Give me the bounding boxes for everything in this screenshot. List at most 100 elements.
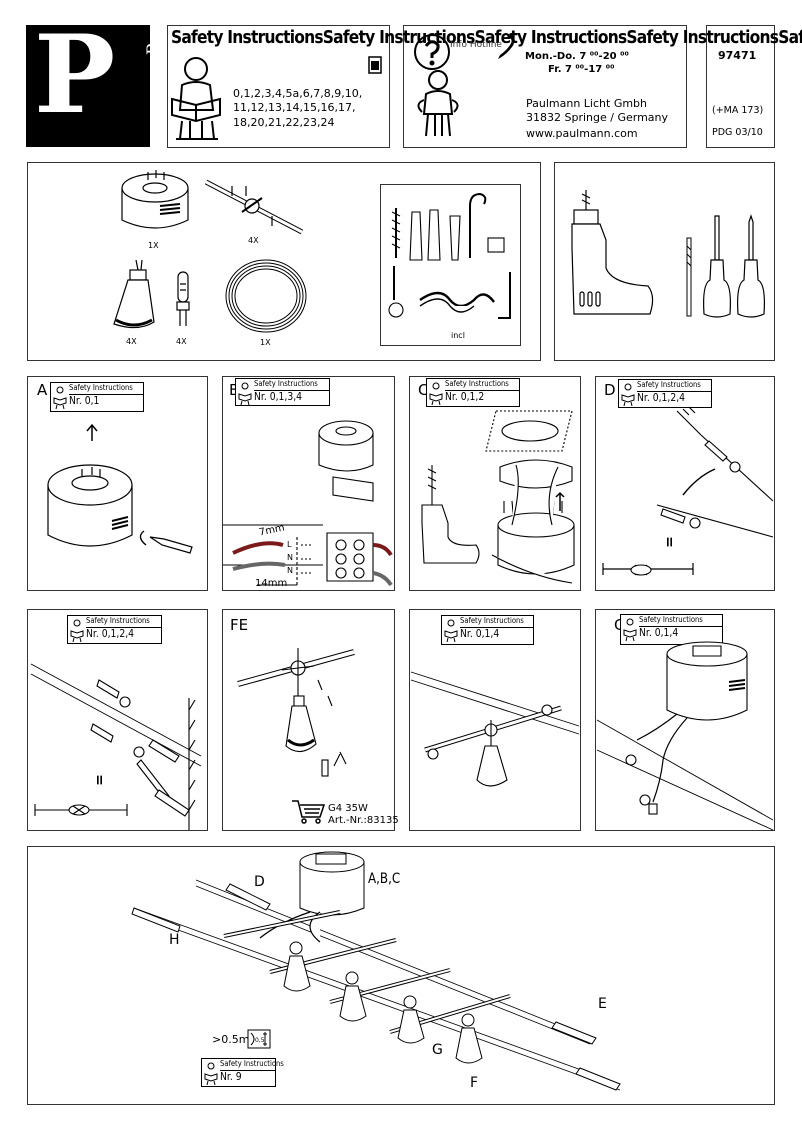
callout-transformer: A,B,C bbox=[368, 871, 401, 887]
step-b-letter: B bbox=[229, 381, 239, 399]
overview-panel bbox=[27, 846, 775, 1105]
instruction-numbers-line3: 18,20,21,22,23,24 bbox=[233, 116, 335, 129]
reading-person-icon bbox=[623, 618, 637, 642]
included-label: incl bbox=[451, 331, 465, 340]
transformer-quantity: 1X bbox=[148, 241, 159, 250]
tag-divider bbox=[637, 391, 711, 392]
fixings-drawing bbox=[388, 192, 511, 319]
step-g-drawing bbox=[410, 671, 580, 787]
step-c-tag-label: Safety Instructions bbox=[445, 379, 509, 388]
step-f-letter: FE bbox=[230, 616, 249, 634]
step-h-tag-label: Safety Instructions bbox=[639, 615, 703, 624]
step-f-drawing bbox=[237, 648, 355, 777]
company-name: Paulmann Licht Gmbh bbox=[526, 97, 648, 110]
ma-code: (+MA 173) bbox=[712, 105, 764, 116]
reading-person-icon bbox=[171, 57, 221, 140]
hotline-box bbox=[403, 25, 687, 148]
step-a-letter: A bbox=[37, 381, 48, 399]
instruction-numbers-line2: 11,12,13,14,15,16,17, bbox=[233, 101, 356, 114]
step-g-tag-label: Safety Instructions bbox=[460, 616, 524, 625]
step-h-letter: G bbox=[614, 616, 626, 634]
svg-text:0,5: 0,5 bbox=[255, 1037, 265, 1044]
book-icon bbox=[368, 56, 382, 74]
step-c-tag-number: Nr. 0,1,2 bbox=[445, 391, 485, 403]
step-d-panel bbox=[595, 376, 775, 591]
logo-letter: P bbox=[34, 12, 116, 138]
cable-drawing bbox=[225, 259, 307, 333]
distance-label: >0.5m= bbox=[212, 1033, 259, 1046]
spreader-quantity: 4X bbox=[248, 236, 259, 245]
terminal-n-label: N bbox=[287, 553, 293, 562]
callout-f: F bbox=[470, 1075, 479, 1091]
reading-person-icon bbox=[53, 386, 67, 410]
step-c-drawing bbox=[421, 410, 575, 584]
tag-divider bbox=[254, 390, 329, 391]
overview-tag-label: Safety Instructions bbox=[220, 1059, 284, 1068]
step-a-drawing bbox=[47, 423, 193, 554]
screwdriver-flat-icon bbox=[703, 215, 731, 318]
tag-divider bbox=[639, 626, 722, 627]
tag-divider bbox=[86, 627, 161, 628]
paulmann-logo: P Paulmann bbox=[26, 0, 164, 147]
step-e-tag-label: Safety Instructions bbox=[86, 616, 150, 625]
step-d-tag-label: Safety Instructions bbox=[637, 380, 701, 389]
distance-warning-icon: 0,5 bbox=[247, 1029, 271, 1049]
step-g-safety-tag: Safety Instructions Nr. 0,1,4 bbox=[441, 615, 534, 645]
step-e-safety-tag: Safety Instructions Nr. 0,1,2,4 bbox=[67, 615, 162, 644]
reading-person-icon bbox=[621, 383, 635, 407]
step-a-tag-label: Safety Instructions bbox=[69, 383, 133, 392]
question-person-icon bbox=[414, 34, 459, 137]
lamp-quantity: 4X bbox=[126, 337, 137, 346]
step-d-equals: = bbox=[660, 536, 677, 548]
drill-bit-icon bbox=[686, 237, 692, 317]
overview-drawing bbox=[131, 851, 621, 1091]
callout-e: E bbox=[598, 996, 607, 1012]
hours-weekdays: Mon.-Do. 7 ⁰⁰-20 ⁰⁰ bbox=[525, 51, 629, 62]
drill-drawing bbox=[571, 190, 654, 315]
step-b-tag-number: Nr. 0,1,3,4 bbox=[254, 391, 303, 403]
cable-quantity: 1X bbox=[260, 338, 271, 347]
step-h-safety-tag: Safety Instructions Nr. 0,1,4 bbox=[620, 614, 723, 645]
spreader-drawing bbox=[204, 179, 304, 235]
tag-divider bbox=[445, 390, 519, 391]
article-number: 97471 bbox=[718, 49, 757, 62]
step-b-safety-tag: Safety Instructions Nr. 0,1,3,4 bbox=[235, 378, 330, 406]
screwdriver-phillips-icon bbox=[737, 214, 765, 318]
step-c-letter: C bbox=[418, 381, 429, 399]
overview-safety-tag: Safety Instructions Nr. 9 bbox=[201, 1058, 284, 1087]
terminal-l-label: L bbox=[287, 540, 292, 549]
step-h-drawing bbox=[596, 641, 774, 831]
callout-h: H bbox=[169, 932, 180, 948]
step-e-drawing bbox=[30, 663, 202, 830]
instruction-numbers-line1: 0,1,2,3,4,5a,6,7,8,9,10, bbox=[233, 87, 363, 100]
hotline-label: Info Hotline bbox=[450, 40, 502, 50]
fixings-box bbox=[380, 184, 521, 346]
step-b-tag-label: Safety Instructions bbox=[254, 379, 318, 388]
step-d-tag-number: Nr. 0,1,2,4 bbox=[637, 392, 686, 404]
callout-d: D bbox=[254, 874, 265, 890]
tag-divider bbox=[69, 394, 143, 395]
step-d-drawing bbox=[602, 406, 774, 576]
tag-divider bbox=[220, 1070, 275, 1071]
step-e-tag-number: Nr. 0,1,2,4 bbox=[86, 628, 135, 640]
overview-tag-number: Nr. 9 bbox=[220, 1071, 242, 1083]
step-g-tag-number: Nr. 0,1,4 bbox=[460, 628, 500, 640]
shopping-cart-icon bbox=[292, 800, 326, 824]
reading-person-icon bbox=[70, 619, 84, 643]
step-d-safety-tag: Safety Instructions Nr. 0,1,2,4 bbox=[618, 379, 712, 408]
lamp-drawing bbox=[113, 259, 155, 329]
step-a-safety-tag: Safety Instructions Nr. 0,1 bbox=[50, 382, 144, 412]
bulb-article-number: Art.-Nr.:83135 bbox=[328, 815, 399, 826]
reading-person-icon bbox=[204, 1062, 218, 1086]
reading-person-icon bbox=[429, 382, 443, 406]
terminal-n-label-2: N bbox=[287, 566, 293, 575]
bulb-spec: G4 35W bbox=[328, 803, 368, 814]
step-g-panel bbox=[409, 609, 581, 831]
step-e-panel bbox=[27, 609, 208, 831]
pdg-code: PDG 03/10 bbox=[712, 127, 763, 138]
company-address: 31832 Springe / Germany bbox=[526, 111, 669, 124]
step-e-equals: = bbox=[90, 774, 107, 786]
article-box bbox=[706, 25, 775, 148]
callout-g: G bbox=[432, 1042, 443, 1058]
bulb-quantity: 4X bbox=[176, 337, 187, 346]
